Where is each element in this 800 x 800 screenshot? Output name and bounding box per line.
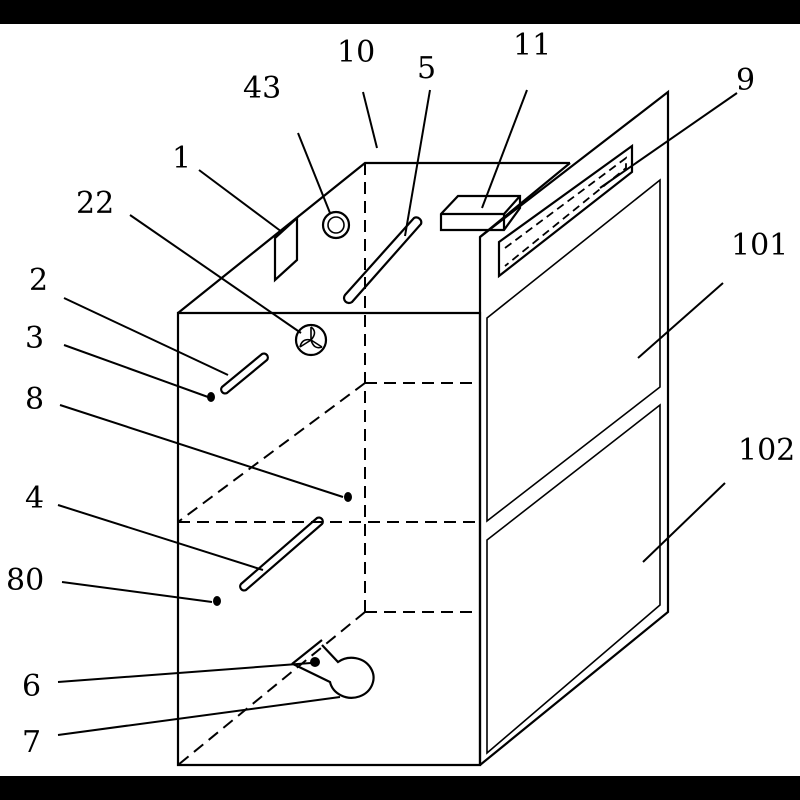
label-6: 6 [22, 669, 41, 704]
label-8: 8 [25, 382, 44, 417]
label-10: 10 [337, 35, 375, 70]
bottom-diagonal-edge [177, 611, 366, 766]
side-panels [486, 178, 661, 755]
shelf-left-edge [177, 382, 366, 523]
patent-drawing-canvas: 10 11 43 5 9 1 22 101 2 3 8 102 4 80 6 7 [0, 24, 800, 776]
component-8-dot [344, 492, 352, 502]
label-1: 1 [172, 141, 191, 176]
component-80-dot [213, 596, 221, 606]
display-inner-dashed [504, 156, 627, 267]
apparatus-diagram: 10 11 43 5 9 1 22 101 2 3 8 102 4 80 6 7 [6, 28, 795, 767]
label-43: 43 [243, 71, 281, 106]
cabinet-body [176, 89, 670, 767]
component-43-port-inner [327, 216, 345, 234]
fan-icon [294, 323, 328, 357]
component-4-rod [239, 516, 324, 592]
leader-lines [57, 89, 738, 736]
component-1-panel [273, 215, 299, 283]
label-4: 4 [25, 481, 44, 516]
lower-panel-102 [486, 403, 661, 755]
top-face [177, 161, 570, 314]
label-2: 2 [29, 263, 48, 298]
label-11: 11 [513, 28, 551, 63]
reference-numerals: 10 11 43 5 9 1 22 101 2 3 8 102 4 80 6 7 [6, 28, 795, 760]
top-right-edge [479, 162, 571, 238]
upper-panel-101 [486, 178, 661, 523]
label-5: 5 [417, 51, 436, 86]
display-outer [497, 143, 634, 279]
label-9: 9 [736, 63, 755, 98]
label-80: 80 [6, 563, 44, 598]
label-101: 101 [731, 228, 788, 263]
component-7-outlet [291, 639, 375, 699]
right-face-edges [478, 89, 670, 766]
component-5-rod [342, 216, 423, 305]
hidden-lines [177, 163, 480, 766]
label-3: 3 [25, 321, 44, 356]
component-2-rod [220, 352, 269, 395]
label-22: 22 [76, 186, 114, 221]
component-43-port-outer [321, 210, 351, 240]
label-7: 7 [22, 725, 41, 760]
component-11-box [439, 194, 522, 232]
display-panel-9 [497, 143, 634, 279]
bottom-fitting-6-7 [291, 639, 375, 699]
label-102: 102 [738, 433, 795, 468]
front-face [176, 311, 482, 767]
component-3-dot [207, 392, 215, 402]
component-6-dot [310, 657, 320, 667]
